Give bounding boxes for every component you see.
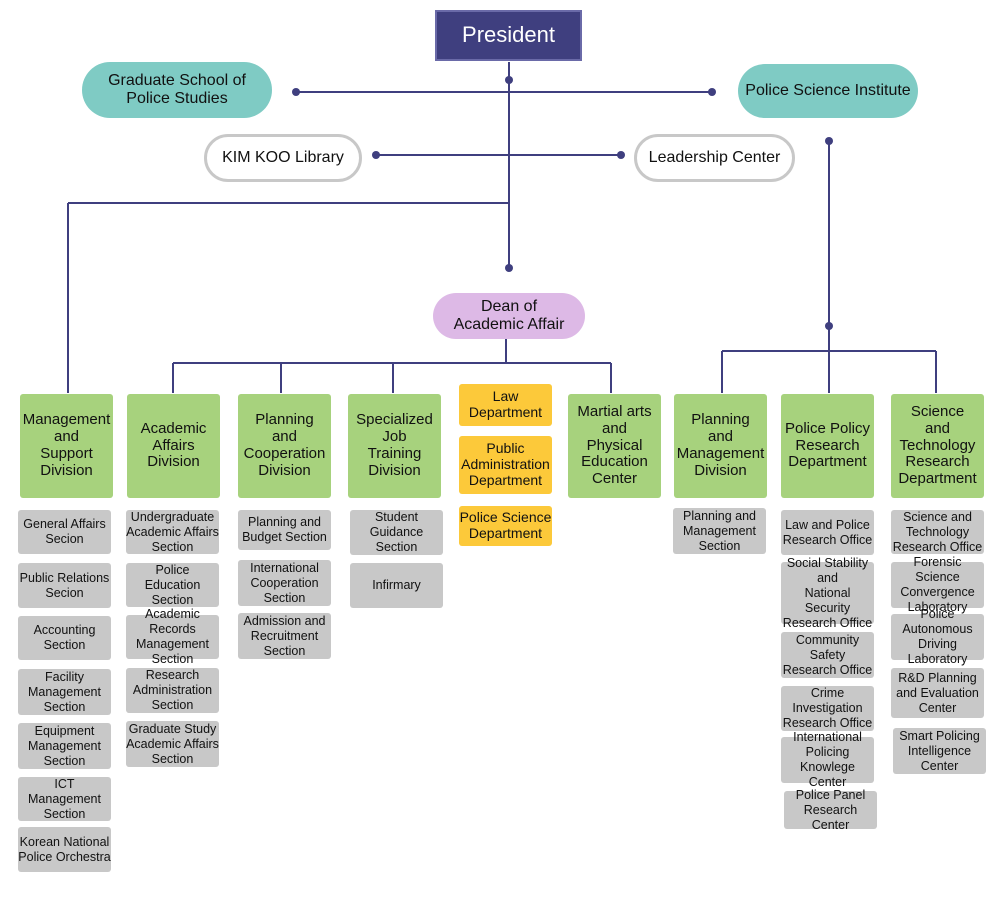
section-box[interactable]: Social Stability and National Security R… (781, 555, 874, 630)
section-box[interactable]: Smart Policing Intelligence Center (893, 728, 986, 774)
section-box[interactable]: Undergraduate Academic Affairs Section (126, 509, 219, 554)
leadership-center-box[interactable]: Leadership Center (634, 134, 795, 182)
section-box[interactable]: Equipment Management Section (18, 723, 111, 769)
science-technology-research-department[interactable]: Science and Technology Research Departme… (891, 394, 984, 498)
connector-dot (292, 88, 300, 96)
section-box[interactable]: Korean National Police Orchestra (18, 827, 111, 872)
law-department[interactable]: Law Department (459, 384, 552, 426)
section-box[interactable]: Science and Technology Research Office (891, 509, 984, 554)
section-box[interactable]: Student Guidance Section (350, 510, 443, 555)
graduate-school-box[interactable]: Graduate School of Police Studies (82, 62, 272, 118)
section-box[interactable]: Community Safety Research Office (781, 632, 874, 678)
connector-dot (505, 264, 513, 272)
kim-koo-library-box[interactable]: KIM KOO Library (204, 134, 362, 182)
police-science-institute-box[interactable]: Police Science Institute (738, 64, 918, 118)
planning-management-division[interactable]: Planning and Management Division (674, 394, 767, 498)
police-science-department[interactable]: Police Science Department (459, 506, 552, 546)
section-box[interactable]: Crime Investigation Research Office (781, 686, 874, 731)
section-box[interactable]: Public Relations Secion (18, 563, 111, 608)
connector-dot (617, 151, 625, 159)
section-box[interactable]: International Cooperation Section (238, 560, 331, 606)
section-box[interactable]: ICT Management Section (18, 777, 111, 821)
section-box[interactable]: Planning and Management Section (673, 508, 766, 554)
section-box[interactable]: Facility Management Section (18, 669, 111, 715)
section-box[interactable]: Planning and Budget Section (238, 510, 331, 550)
academic-affairs-division[interactable]: Academic Affairs Division (127, 394, 220, 498)
section-box[interactable]: Police Panel Research Center (784, 788, 877, 832)
section-box[interactable]: International Policing Knowlege Center (781, 730, 874, 789)
section-box[interactable]: Academic Records Management Section (126, 607, 219, 666)
connector-dot (505, 76, 513, 84)
section-box[interactable]: Infirmary (350, 563, 443, 608)
section-box[interactable]: Graduate Study Academic Affairs Section (126, 721, 219, 767)
section-box[interactable]: Admission and Recruitment Section (238, 613, 331, 659)
dean-box[interactable]: Dean of Academic Affair (433, 293, 585, 339)
section-box[interactable]: Research Administration Section (126, 668, 219, 713)
martial-arts-center[interactable]: Martial arts and Physical Education Cent… (568, 394, 661, 498)
section-box[interactable]: Law and Police Research Office (781, 510, 874, 555)
connector-dot (825, 322, 833, 330)
section-box[interactable]: General Affairs Secion (18, 510, 111, 554)
connector-dot (708, 88, 716, 96)
section-box[interactable]: R&D Planning and Evaluation Center (891, 668, 984, 718)
police-policy-research-department[interactable]: Police Policy Research Department (781, 394, 874, 498)
specialized-job-training-division[interactable]: Specialized Job Training Division (348, 394, 441, 498)
section-box[interactable]: Police Education Section (126, 563, 219, 607)
connector-dot (372, 151, 380, 159)
planning-cooperation-division[interactable]: Planning and Cooperation Division (238, 394, 331, 498)
section-box[interactable]: Accounting Section (18, 616, 111, 660)
connector-dot (825, 137, 833, 145)
section-box[interactable]: Forensic Science Convergence Laboratory (891, 555, 984, 614)
president-box[interactable]: President (435, 10, 582, 61)
management-support-division[interactable]: Management and Support Division (20, 394, 113, 498)
public-administration-department[interactable]: Public Administration Department (459, 436, 552, 494)
section-box[interactable]: Police Autonomous Driving Laboratory (891, 607, 984, 666)
